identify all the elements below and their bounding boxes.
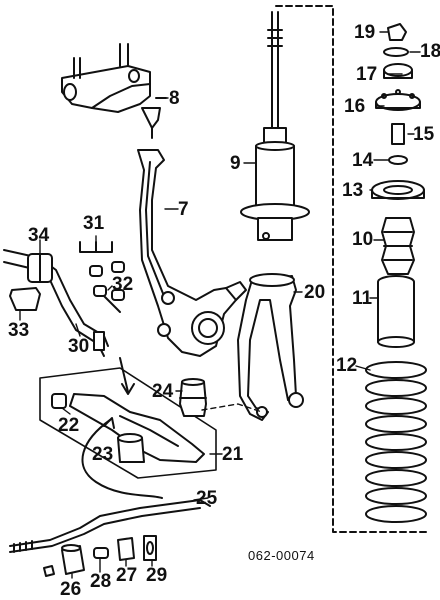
bushing-24 xyxy=(179,378,207,417)
part-label-16: 16 xyxy=(344,96,366,117)
stabilizer-link-parts xyxy=(79,241,125,313)
leader-lines xyxy=(19,31,421,579)
strut-group-bracket xyxy=(275,5,427,533)
diagram-code: 062-00074 xyxy=(248,548,315,563)
bushing-22 xyxy=(51,393,67,409)
assembly-arrows xyxy=(81,357,263,499)
dust-boot xyxy=(377,275,415,348)
part-label-12: 12 xyxy=(336,355,358,376)
part-label-20: 20 xyxy=(304,282,326,303)
part-label-32: 32 xyxy=(112,274,134,295)
part-label-17: 17 xyxy=(356,64,378,85)
part-label-19: 19 xyxy=(354,22,376,43)
part-label-21: 21 xyxy=(222,444,244,465)
strut-rod xyxy=(9,499,211,553)
part-label-14: 14 xyxy=(352,150,374,171)
part-label-27: 27 xyxy=(116,565,138,586)
part-label-7: 7 xyxy=(178,199,189,220)
part-label-31: 31 xyxy=(83,213,105,234)
upper-control-arm xyxy=(61,43,167,139)
steering-knuckle xyxy=(137,149,247,357)
strut-rod-bushings xyxy=(43,535,157,577)
part-label-29: 29 xyxy=(146,565,168,586)
strut-mount-parts xyxy=(371,23,425,200)
part-label-30: 30 xyxy=(68,336,90,357)
part-label-33: 33 xyxy=(8,320,30,341)
strut-fork xyxy=(237,273,304,421)
part-label-25: 25 xyxy=(196,488,218,509)
part-label-18: 18 xyxy=(420,41,440,62)
part-label-23: 23 xyxy=(92,444,114,465)
strut-shock-absorber xyxy=(240,11,310,241)
part-label-15: 15 xyxy=(413,124,435,145)
coil-spring xyxy=(365,361,427,523)
part-label-34: 34 xyxy=(28,225,50,246)
part-label-24: 24 xyxy=(152,381,174,402)
bushing-23 xyxy=(117,433,145,463)
part-label-8: 8 xyxy=(169,88,180,109)
part-label-9: 9 xyxy=(230,153,241,174)
lower-control-arm xyxy=(39,367,217,479)
bump-stop xyxy=(381,217,415,275)
part-label-10: 10 xyxy=(352,229,374,250)
part-label-11: 11 xyxy=(352,288,373,309)
part-label-28: 28 xyxy=(90,571,112,592)
part-label-22: 22 xyxy=(58,415,80,436)
part-label-13: 13 xyxy=(342,180,364,201)
part-label-26: 26 xyxy=(60,579,82,600)
